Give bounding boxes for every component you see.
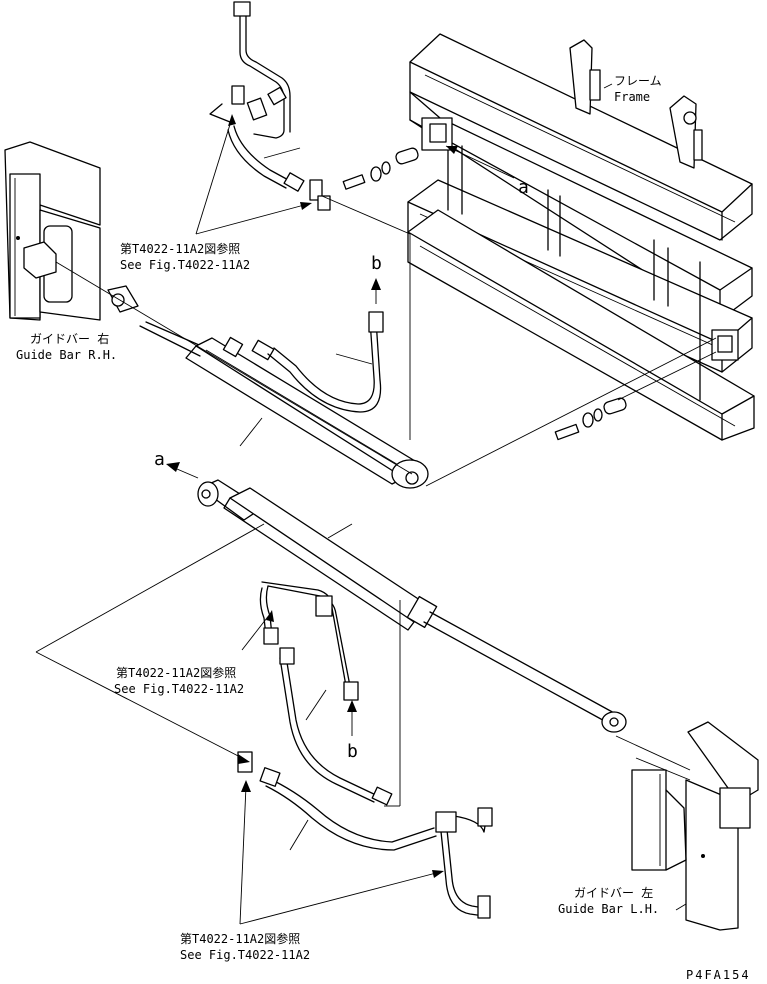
reference-bottom-en: See Fig.T4022-11A2	[180, 948, 311, 962]
reference-top-jp: 第T4022-11A2図参照	[120, 242, 241, 256]
guide-bar-lh-label-jp: ガイドバー 左	[574, 886, 654, 900]
reference-top-en: See Fig.T4022-11A2	[120, 258, 251, 272]
frame-hardware	[342, 147, 627, 441]
mark-a-frame: a	[518, 177, 529, 198]
mark-b-lower: b	[347, 741, 358, 762]
guide-bar-lh-label-en: Guide Bar L.H.	[558, 902, 660, 916]
reference-mid-jp: 第T4022-11A2図参照	[116, 666, 237, 680]
leader-lines	[35, 83, 717, 925]
guide-bar-rh-label-en: Guide Bar R.H.	[16, 348, 118, 362]
guide-bar-lh	[631, 721, 759, 931]
upper-cylinder	[107, 285, 429, 489]
reference-bottom-jp: 第T4022-11A2図参照	[180, 932, 301, 946]
reference-mid-en: See Fig.T4022-11A2	[114, 682, 245, 696]
hydraulic-hoses	[209, 1, 493, 919]
mark-b-upper: b	[371, 253, 382, 274]
frame-assembly	[407, 33, 755, 441]
frame-label-en: Frame	[614, 90, 651, 104]
lower-cylinder	[197, 479, 627, 733]
guide-bar-rh-label-jp: ガイドバー 右	[30, 332, 110, 346]
guide-bar-rh	[4, 141, 101, 321]
frame-label-jp: フレーム	[614, 74, 662, 88]
mark-a-cylinder: a	[154, 449, 165, 470]
drawing-number: P4FA154	[686, 968, 751, 982]
